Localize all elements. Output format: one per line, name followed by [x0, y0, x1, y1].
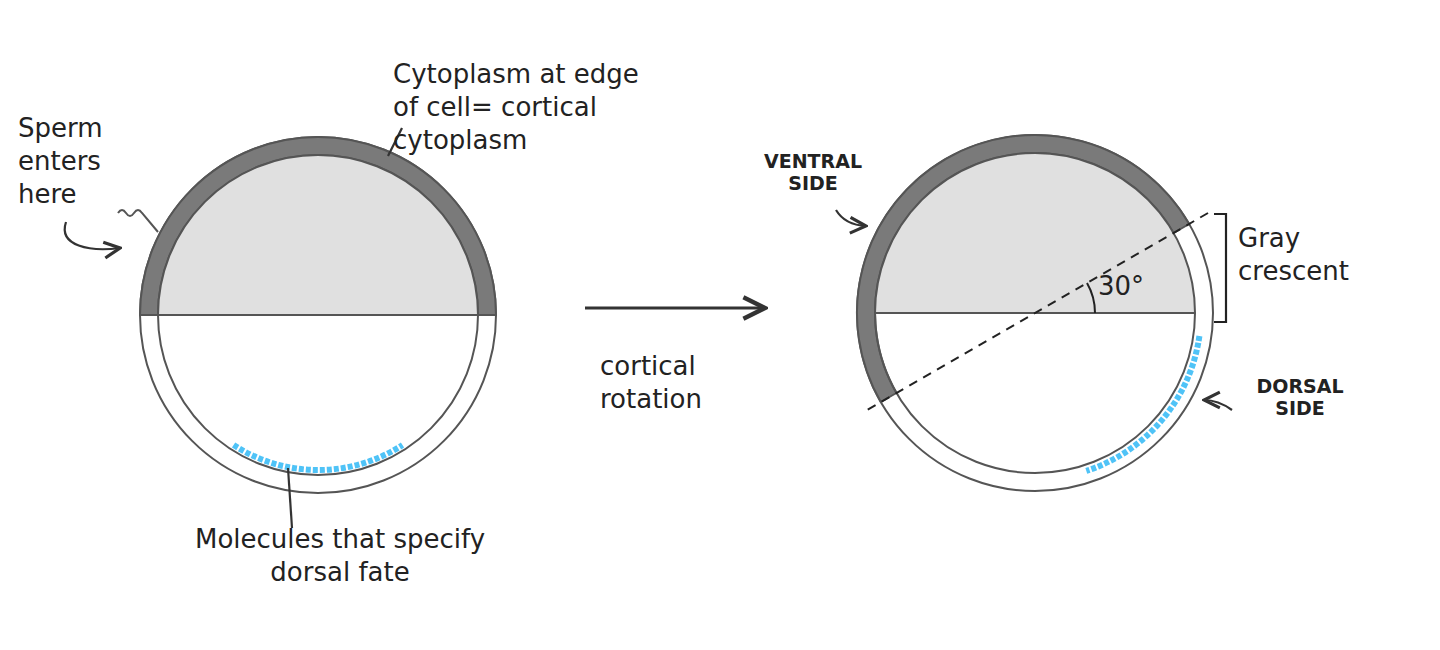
egg-after	[857, 135, 1226, 491]
inner-cytoplasm-outline	[158, 155, 478, 475]
dorsal-molecules	[1086, 336, 1199, 471]
angle-arc	[1087, 283, 1095, 313]
dorsal-molecules	[234, 445, 403, 470]
animal-hemisphere	[875, 153, 1195, 313]
side-label: DORSAL SIDE	[1235, 375, 1365, 419]
cortical-cytoplasm	[140, 137, 496, 315]
animal-hemisphere	[158, 155, 478, 315]
sperm-symbol	[118, 210, 158, 232]
annotation-label: Cytoplasm at edge of cell= cortical cyto…	[393, 58, 658, 157]
egg-outline	[140, 137, 496, 493]
process-arrow	[585, 307, 765, 310]
annotation-label: Sperm enters here	[18, 112, 148, 211]
angle-label: 30°	[1098, 270, 1168, 303]
annotation-label: Molecules that specify dorsal fate	[175, 523, 505, 589]
leader-line	[288, 468, 292, 528]
annotation-label: Gray crescent	[1238, 222, 1413, 288]
rotation-axis	[862, 213, 1208, 413]
leader-arrow	[65, 222, 120, 249]
egg-outline	[857, 135, 1213, 491]
leader-arrow	[836, 210, 866, 226]
crescent-bracket	[1214, 214, 1226, 322]
leader-arrow	[1204, 400, 1232, 410]
equator-line	[158, 314, 478, 316]
side-label: VENTRAL SIDE	[748, 150, 878, 194]
egg-before	[140, 137, 496, 493]
process-label: cortical rotation	[600, 350, 770, 416]
